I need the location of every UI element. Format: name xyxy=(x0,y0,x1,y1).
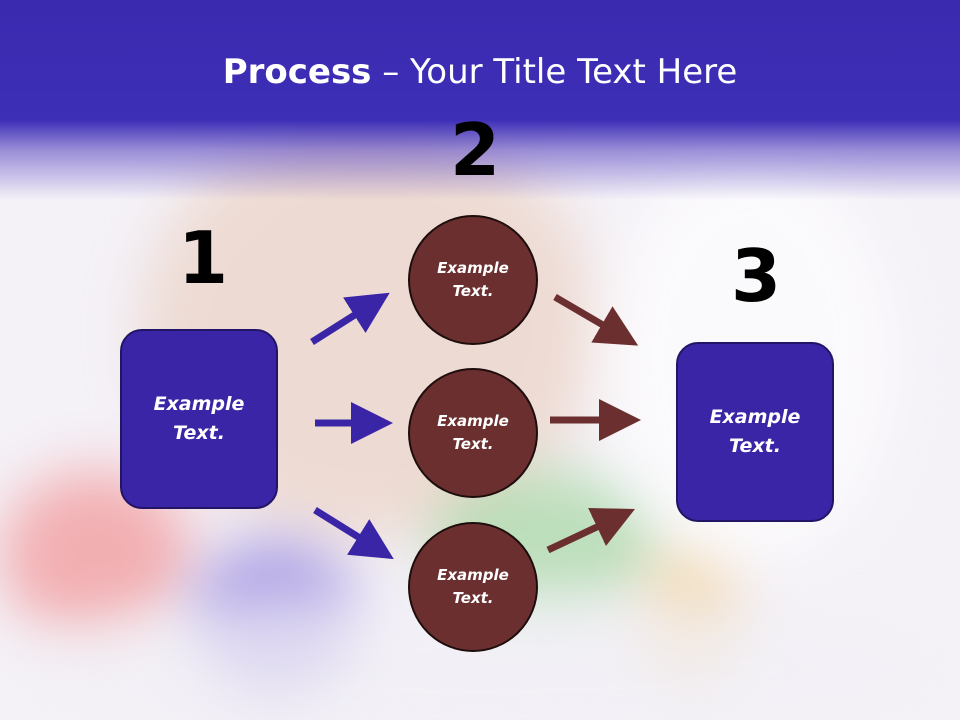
page-title: Process – Your Title Text Here xyxy=(0,52,960,92)
circle-bottom-text: Example Text. xyxy=(437,566,509,607)
title-rest: – Your Title Text Here xyxy=(371,52,738,92)
step-number-1: 1 xyxy=(178,216,229,300)
step-number-2: 2 xyxy=(450,108,501,192)
step-box-right: Example Text. xyxy=(676,342,834,522)
arrow-top-to-right xyxy=(553,293,639,346)
title-bold: Process xyxy=(222,52,372,92)
circle-top: Example Text. xyxy=(408,215,538,345)
circle-middle: Example Text. xyxy=(408,368,538,498)
step-box-left: Example Text. xyxy=(120,329,278,509)
step-box-right-text: Example Text. xyxy=(709,406,801,457)
circle-top-text: Example Text. xyxy=(437,259,509,300)
circle-middle-text: Example Text. xyxy=(437,412,509,453)
arrow-left-to-top xyxy=(310,292,390,345)
arrow-bottom-to-right xyxy=(546,507,636,554)
title-bar xyxy=(0,0,960,200)
step-number-3: 3 xyxy=(731,234,782,318)
arrow-left-to-bottom xyxy=(313,507,394,560)
step-box-left-text: Example Text. xyxy=(153,393,245,444)
circle-bottom: Example Text. xyxy=(408,522,538,652)
